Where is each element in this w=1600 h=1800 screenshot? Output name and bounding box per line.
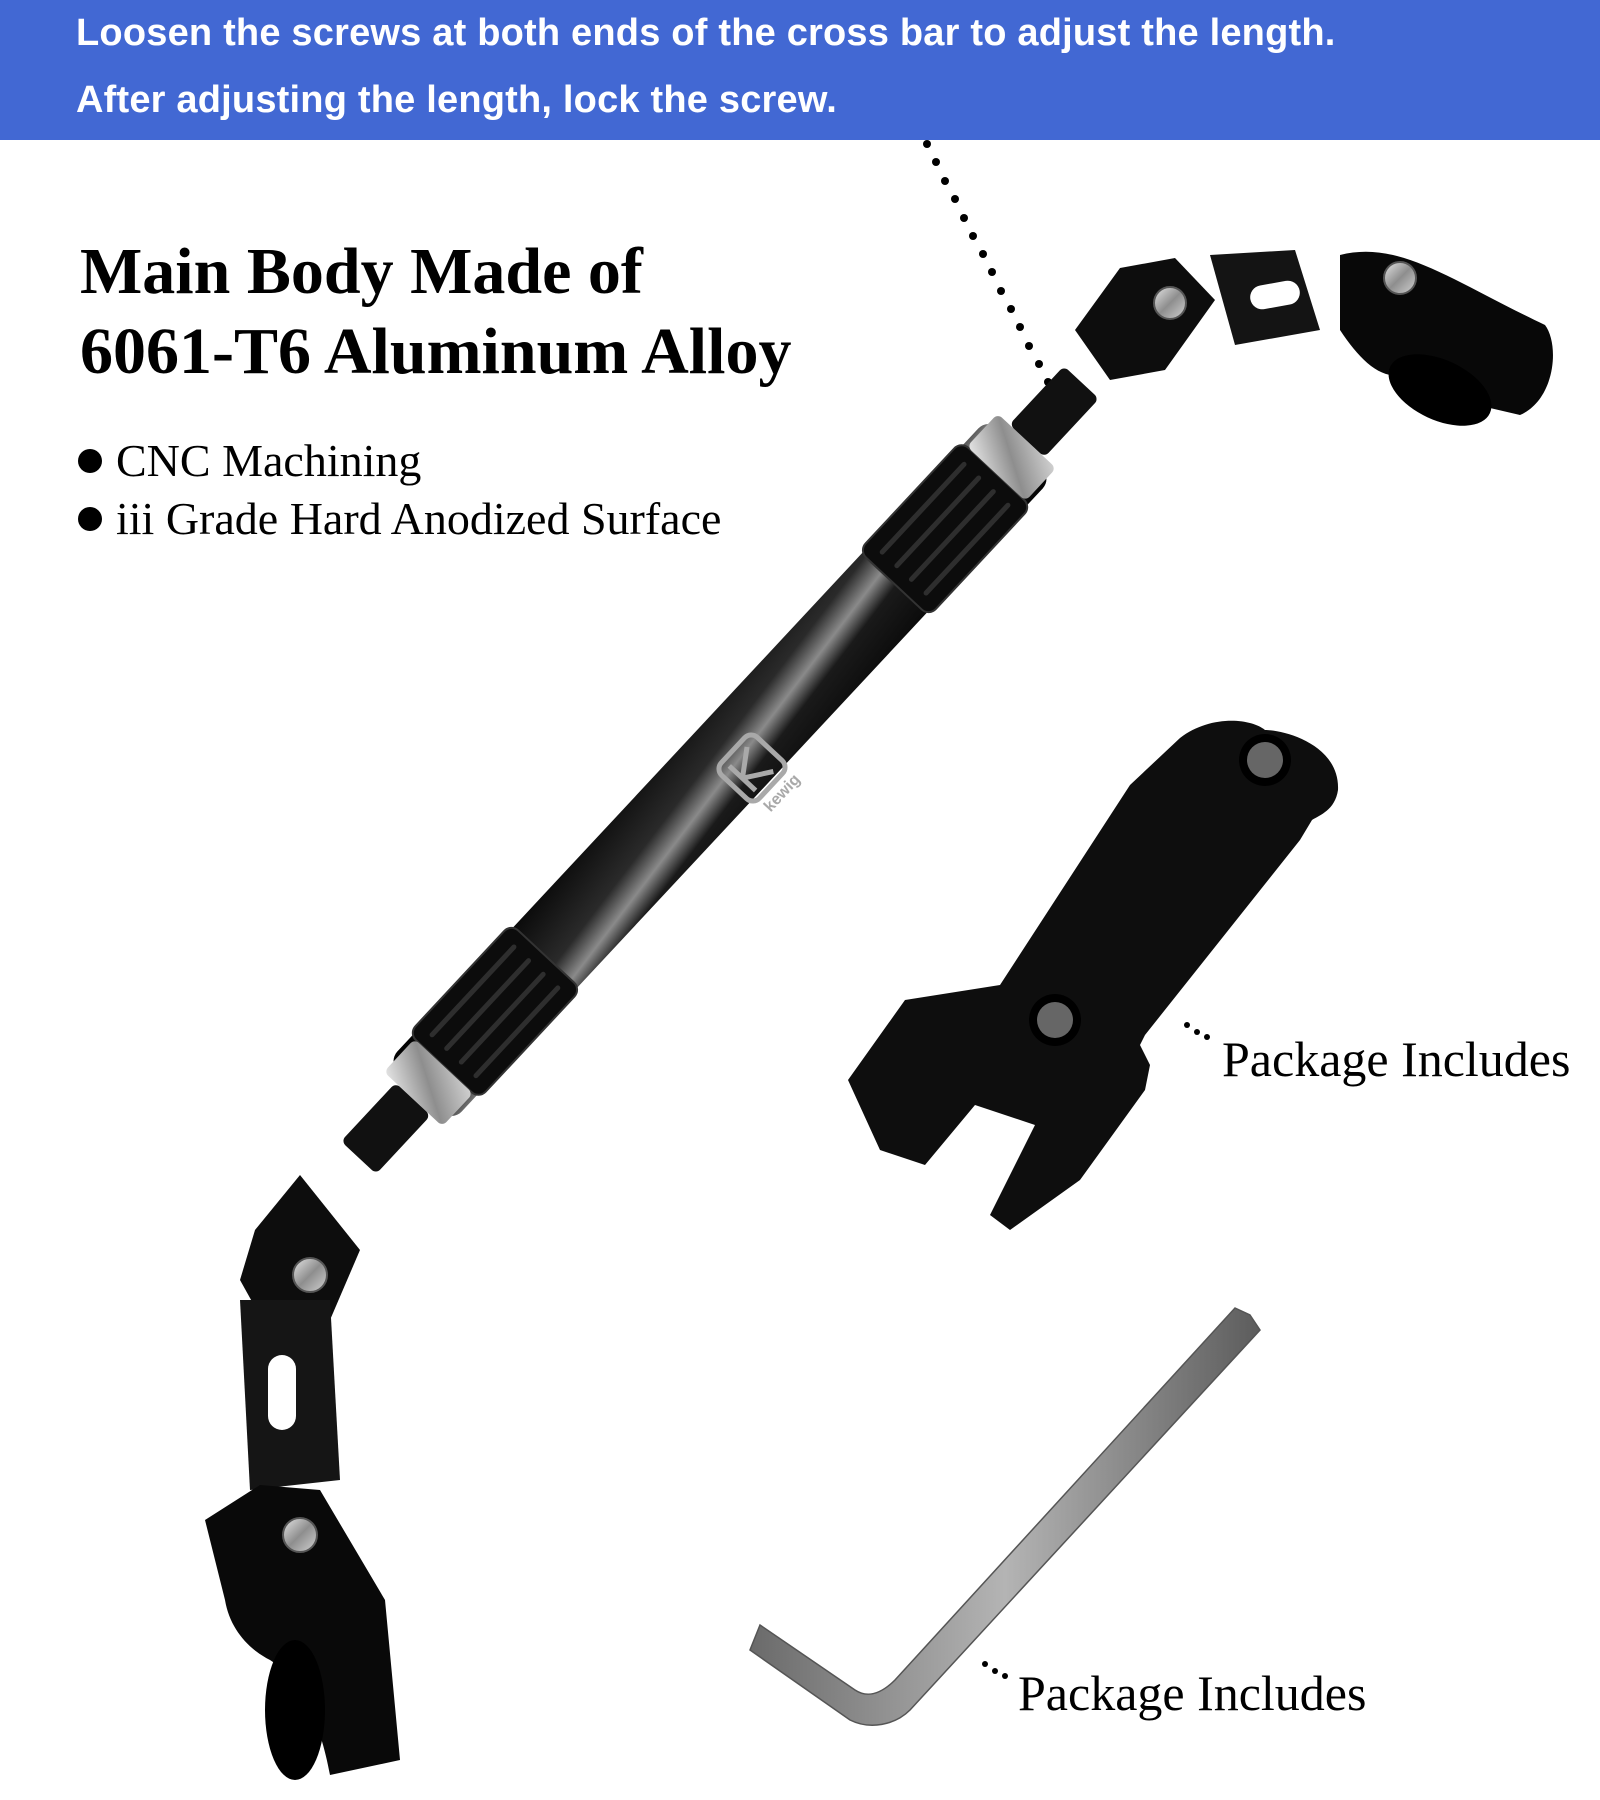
instruction-line-1: Loosen the screws at both ends of the cr… [76,12,1336,54]
bottom-mount-clamp [205,1175,400,1780]
hex-key-icon [749,1307,1261,1726]
dotted-leader-icon [982,1661,1008,1679]
dotted-leader-icon [1184,1022,1210,1040]
bullet-icon [78,507,102,531]
feature-item: iii Grade Hard Anodized Surface [76,490,721,548]
feature-text: iii Grade Hard Anodized Surface [116,493,722,544]
instruction-banner: Loosen the screws at both ends of the cr… [0,0,1600,140]
instruction-line-2: After adjusting the length, lock the scr… [76,79,837,121]
package-includes-hexkey-label: Package Includes [1018,1665,1367,1721]
headline: Main Body Made of 6061-T6 Aluminum Alloy [80,232,791,392]
headline-line-2: 6061-T6 Aluminum Alloy [80,315,792,388]
feature-text: CNC Machining [116,435,422,486]
dotted-leader-icon [923,140,1052,386]
feature-list: CNC Machining iii Grade Hard Anodized Su… [76,432,721,548]
headline-line-1: Main Body Made of [80,235,643,308]
feature-item: CNC Machining [76,432,721,490]
package-includes-wrench-label: Package Includes [1222,1031,1571,1087]
wrench-icon [848,720,1339,1230]
cross-bar: kewig [205,250,1553,1780]
top-mount-clamp [1075,250,1553,426]
bullet-icon [78,449,102,473]
